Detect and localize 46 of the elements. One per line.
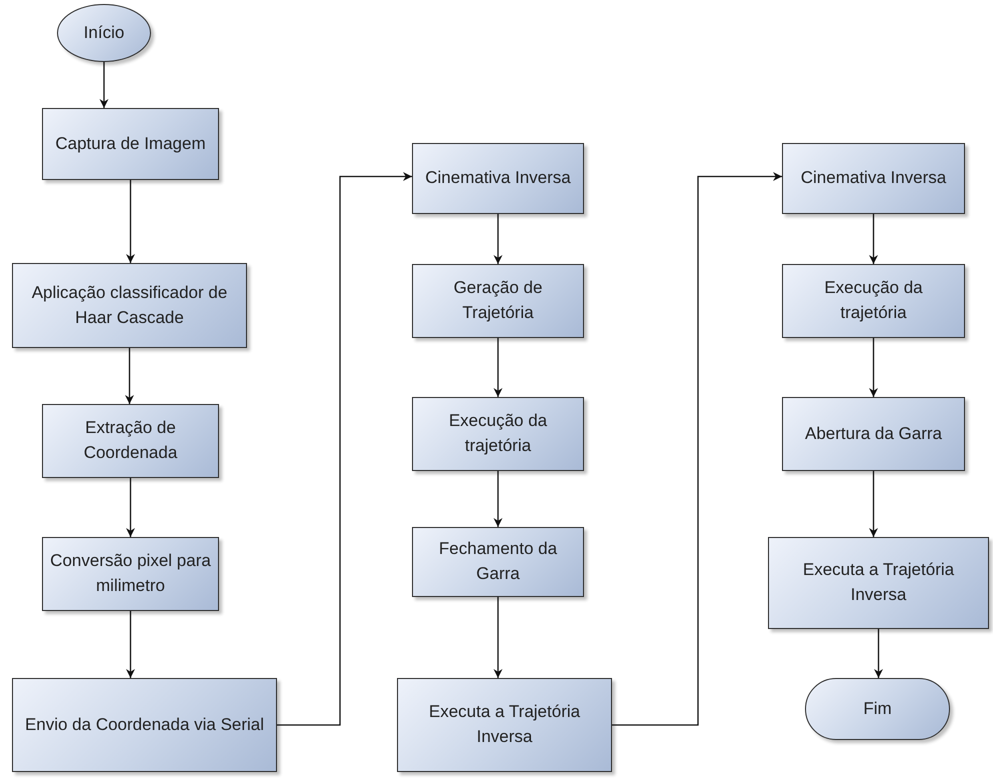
node-label: Fim [863, 698, 892, 720]
arrow [125, 348, 134, 404]
node-label: Captura de Imagem [55, 132, 206, 155]
arrow [126, 180, 135, 263]
arrow [126, 478, 135, 537]
node-label: Cinemativa Inversa [800, 167, 946, 190]
process-box [412, 527, 584, 597]
arrow [494, 338, 502, 397]
arrow [494, 471, 502, 527]
node-label: Conversão pixel para milimetro [49, 550, 212, 597]
process-box [768, 537, 989, 629]
node-label: Início [84, 22, 124, 44]
node-label: Execução da trajetória [448, 410, 548, 457]
process-box [412, 264, 584, 338]
node-label: Geração de Trajetória [452, 277, 544, 324]
arrow [126, 611, 135, 678]
node-label: Fechamento da Garra [438, 538, 558, 585]
node-label: Execução da trajetória [823, 277, 924, 324]
process-box [42, 537, 219, 611]
arrow [612, 172, 782, 726]
process-box [12, 678, 277, 772]
process-box [782, 143, 965, 214]
end-terminal [805, 678, 950, 740]
process-box [782, 264, 965, 338]
process-box [397, 678, 612, 772]
process-box [412, 397, 584, 471]
arrow [869, 338, 878, 397]
arrow [100, 62, 108, 108]
arrow [869, 471, 878, 537]
node-label: Abertura da Garra [804, 422, 942, 445]
process-box [412, 143, 584, 214]
process-box [42, 404, 219, 478]
arrow [874, 629, 883, 678]
process-box [12, 263, 247, 348]
process-box [782, 397, 965, 471]
node-label: Cinemativa Inversa [425, 167, 571, 190]
node-label: Aplicação classificador de Haar Cascade [30, 282, 228, 328]
arrow [494, 214, 502, 264]
node-label: Executa a Trajetória Inversa [802, 559, 956, 606]
node-label: Extração de Coordenada [82, 417, 178, 464]
node-label: Envio da Coordenada via Serial [24, 714, 264, 736]
arrow [494, 597, 502, 678]
arrow [277, 172, 412, 726]
process-box [42, 108, 219, 180]
node-label: Executa a Trajetória Inversa [428, 701, 582, 748]
arrow [869, 214, 878, 264]
